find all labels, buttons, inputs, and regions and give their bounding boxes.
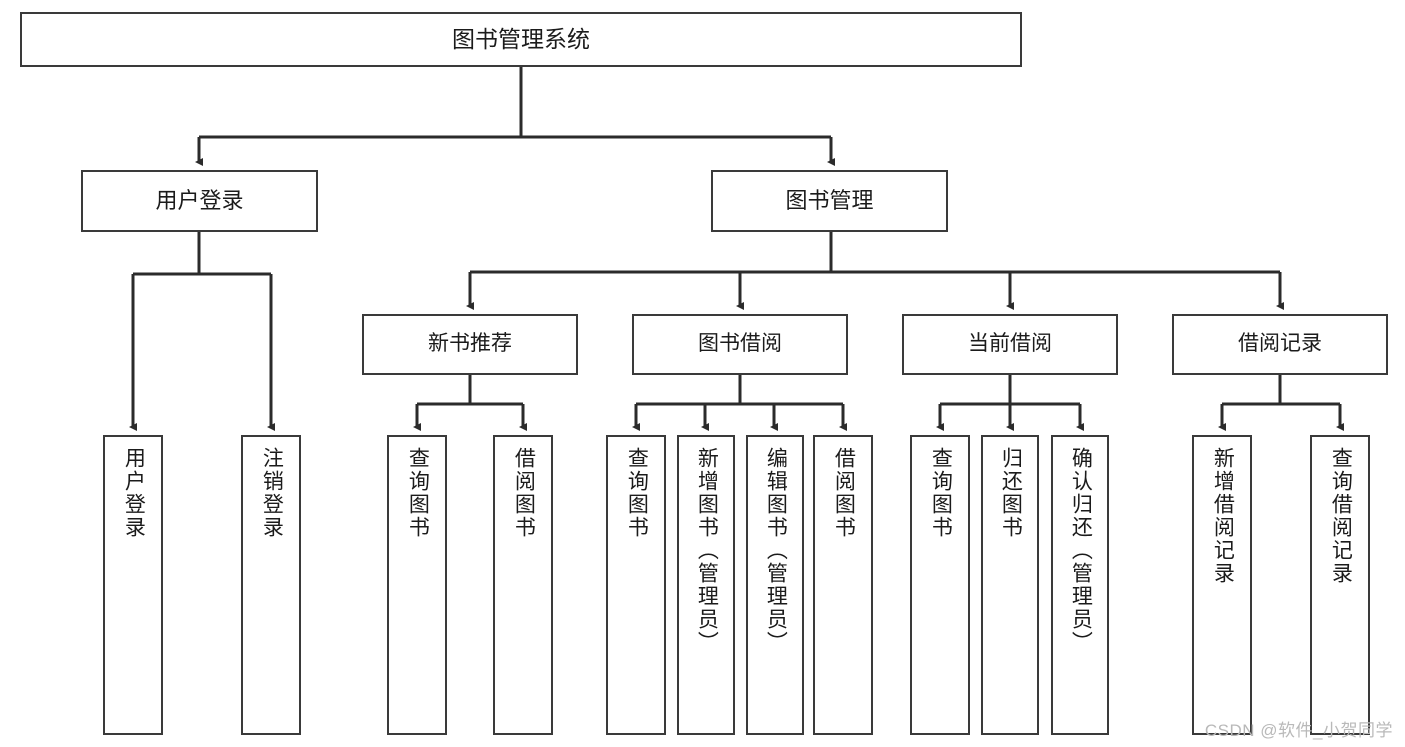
leaf-label: 借阅图书 (832, 447, 856, 539)
node-root-book-management-system[interactable]: 图书管理系统 (20, 12, 1022, 67)
node-label: 用户登录 (155, 188, 244, 214)
leaf-borrow-record-query-record[interactable]: 查询借阅记录 (1310, 435, 1370, 735)
node-new-book-recommend[interactable]: 新书推荐 (362, 314, 578, 375)
leaf-current-borrow-confirm-return-admin[interactable]: 确认归还（管理员） (1051, 435, 1109, 735)
leaf-user-login-logout[interactable]: 注销登录 (241, 435, 301, 735)
leaf-label: 新增图书（管理员） (695, 447, 719, 654)
leaf-label: 注销登录 (260, 447, 284, 539)
node-current-borrow[interactable]: 当前借阅 (902, 314, 1118, 375)
leaf-label: 查询图书 (929, 447, 953, 539)
leaf-new-book-borrow-book[interactable]: 借阅图书 (493, 435, 553, 735)
leaf-label: 查询图书 (625, 447, 649, 539)
leaf-book-borrow-add-book-admin[interactable]: 新增图书（管理员） (677, 435, 735, 735)
leaf-new-book-query-book[interactable]: 查询图书 (387, 435, 447, 735)
node-book-borrow[interactable]: 图书借阅 (632, 314, 848, 375)
leaf-label: 借阅图书 (512, 447, 536, 539)
leaf-current-borrow-query-book[interactable]: 查询图书 (910, 435, 970, 735)
csdn-watermark: CSDN @软件_小贺同学 (1204, 721, 1393, 740)
node-label: 新书推荐 (428, 332, 512, 356)
node-label: 图书借阅 (698, 332, 782, 356)
node-borrow-record[interactable]: 借阅记录 (1172, 314, 1388, 375)
leaf-label: 编辑图书（管理员） (764, 447, 788, 654)
leaf-book-borrow-query-book[interactable]: 查询图书 (606, 435, 666, 735)
leaf-label: 查询借阅记录 (1329, 447, 1353, 585)
leaf-book-borrow-borrow-book[interactable]: 借阅图书 (813, 435, 873, 735)
leaf-label: 查询图书 (406, 447, 430, 539)
leaf-label: 归还图书 (999, 447, 1023, 539)
leaf-user-login-login[interactable]: 用户登录 (103, 435, 163, 735)
leaf-current-borrow-return-book[interactable]: 归还图书 (981, 435, 1039, 735)
leaf-label: 新增借阅记录 (1211, 447, 1235, 585)
node-book-management[interactable]: 图书管理 (711, 170, 948, 232)
leaf-book-borrow-edit-book-admin[interactable]: 编辑图书（管理员） (746, 435, 804, 735)
node-user-login[interactable]: 用户登录 (81, 170, 318, 232)
leaf-label: 用户登录 (122, 447, 146, 539)
leaf-label: 确认归还（管理员） (1069, 447, 1093, 654)
leaf-borrow-record-add-record[interactable]: 新增借阅记录 (1192, 435, 1252, 735)
node-label: 借阅记录 (1238, 332, 1322, 356)
node-label: 图书管理 (785, 188, 874, 214)
node-label: 当前借阅 (968, 332, 1052, 356)
node-label: 图书管理系统 (452, 25, 590, 52)
